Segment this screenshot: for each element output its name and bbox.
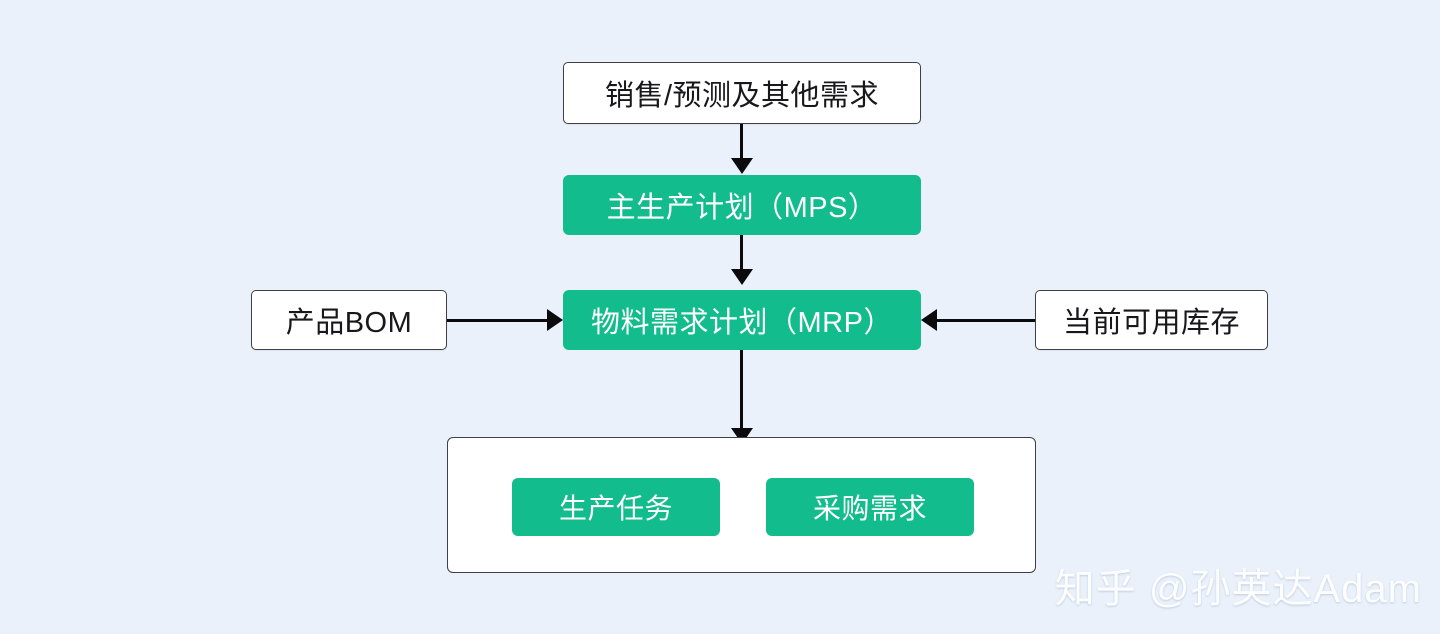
edge-demand-to-mps-arrowhead [731,158,753,174]
outputs-group-container: 生产任务 采购需求 [447,437,1036,573]
node-product-bom[interactable]: 产品BOM [251,290,447,350]
edge-bom-to-mrp-line [447,319,549,322]
node-current-available-inventory[interactable]: 当前可用库存 [1035,290,1268,350]
edge-mrp-to-outputs-line [740,350,743,432]
node-material-requirements-planning[interactable]: 物料需求计划（MRP） [563,290,921,350]
node-master-production-schedule[interactable]: 主生产计划（MPS） [563,175,921,235]
edge-mps-to-mrp-line [740,235,743,271]
node-purchase-demand[interactable]: 采购需求 [766,478,974,536]
edge-bom-to-mrp-arrowhead [547,309,563,331]
edge-demand-to-mps-line [740,124,743,160]
edge-mps-to-mrp-arrowhead [731,269,753,285]
node-production-task[interactable]: 生产任务 [512,478,720,536]
edge-inventory-to-mrp-line [937,319,1035,322]
watermark-zhihu-author: 知乎 @孙英达Adam [1054,567,1422,611]
edge-inventory-to-mrp-arrowhead [921,309,937,331]
node-sales-forecast-demand[interactable]: 销售/预测及其他需求 [563,62,921,124]
